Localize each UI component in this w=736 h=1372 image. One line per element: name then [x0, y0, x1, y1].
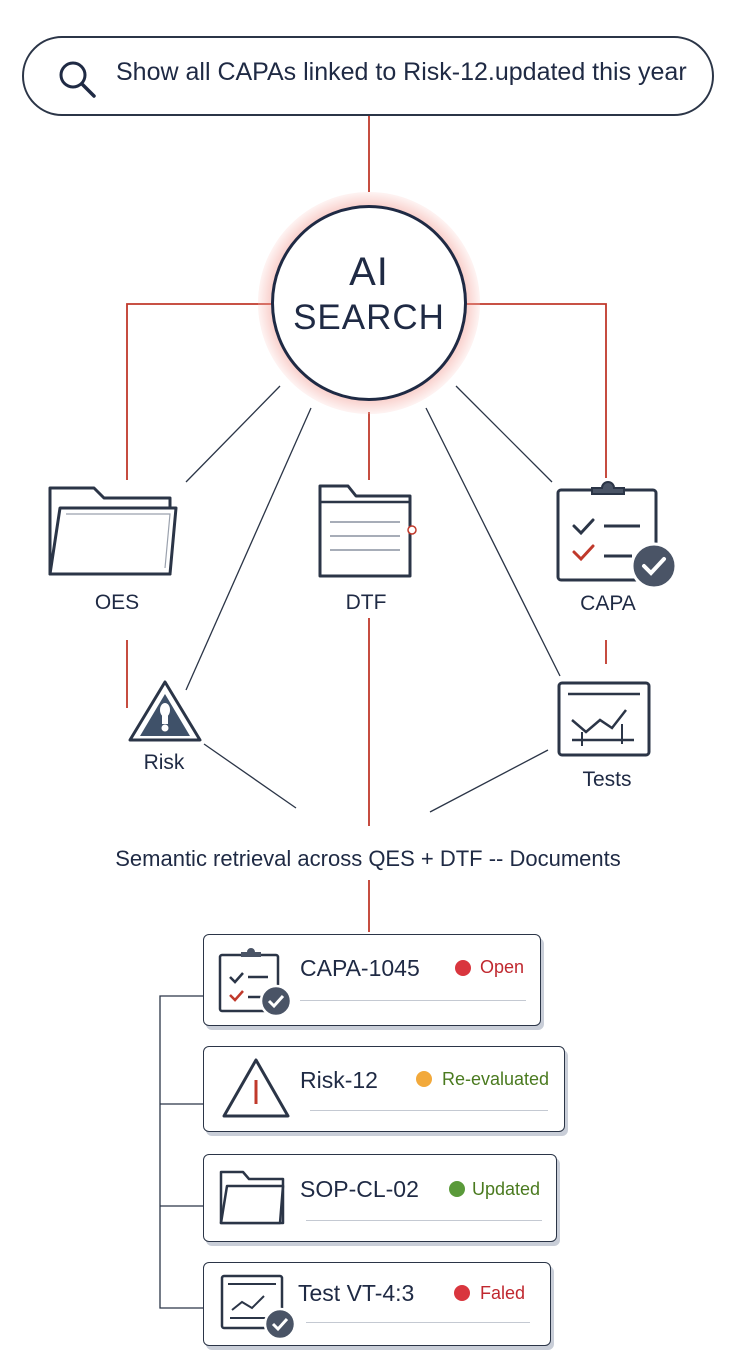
folder-icon: [48, 486, 178, 576]
warning-triangle-icon: [222, 1058, 290, 1118]
status-dot-re-evaluated: [416, 1071, 432, 1087]
folder-icon: [219, 1170, 285, 1225]
status-dot-open: [455, 960, 471, 976]
connector-hub-to-risk-diag: [185, 407, 312, 691]
source-label-capa: CAPA: [580, 592, 636, 615]
chart-monitor-icon: [557, 681, 651, 757]
source-label-oes: OES: [94, 591, 140, 614]
card-divider: [300, 1000, 526, 1001]
result-title: CAPA-1045: [300, 955, 420, 981]
status-dot-updated: [449, 1181, 465, 1197]
connector-hub-to-tests-diag: [425, 407, 561, 677]
search-icon[interactable]: [56, 58, 100, 102]
result-title: SOP-CL-02: [300, 1176, 419, 1202]
retrieval-caption: Semantic retrieval across QES + DTF -- D…: [115, 846, 621, 871]
connector-results-tree: [159, 995, 203, 1309]
search-query[interactable]: Show all CAPAs linked to Risk-12.updated…: [116, 58, 687, 86]
card-divider: [306, 1322, 530, 1323]
connector-tests-to-retrieval: [429, 749, 549, 813]
ai-search-title-line2: SEARCH: [293, 298, 445, 337]
status-badge: Updated: [472, 1179, 541, 1199]
connector-hub-to-oes-diag: [185, 385, 281, 483]
ai-search-hub: [271, 205, 467, 401]
clipboard-check-icon: [218, 948, 293, 1018]
ai-search-title-line1: AI: [349, 250, 389, 294]
connector-hub-to-capa: [466, 303, 607, 478]
connector-hub-to-oes: [126, 303, 272, 480]
search-bar[interactable]: [22, 36, 714, 116]
status-badge: Faled: [480, 1283, 526, 1303]
document-folder-icon: [318, 484, 417, 578]
connector-risk-to-retrieval: [203, 743, 297, 809]
source-label-tests: Tests: [582, 768, 632, 791]
card-divider: [310, 1110, 548, 1111]
result-title: Test VT-4:3: [298, 1280, 415, 1306]
card-divider: [306, 1220, 542, 1221]
source-label-dtf: DTF: [345, 591, 387, 614]
connector-hub-to-capa-diag: [455, 385, 553, 483]
chart-check-icon: [220, 1274, 297, 1341]
status-badge: Open: [480, 957, 525, 977]
clipboard-check-icon: [556, 481, 678, 588]
result-title: Risk-12: [300, 1067, 378, 1093]
warning-triangle-icon: [128, 680, 202, 742]
status-dot-failed: [454, 1285, 470, 1301]
source-label-risk: Risk: [143, 751, 185, 774]
status-badge: Re-evaluated: [442, 1069, 550, 1089]
